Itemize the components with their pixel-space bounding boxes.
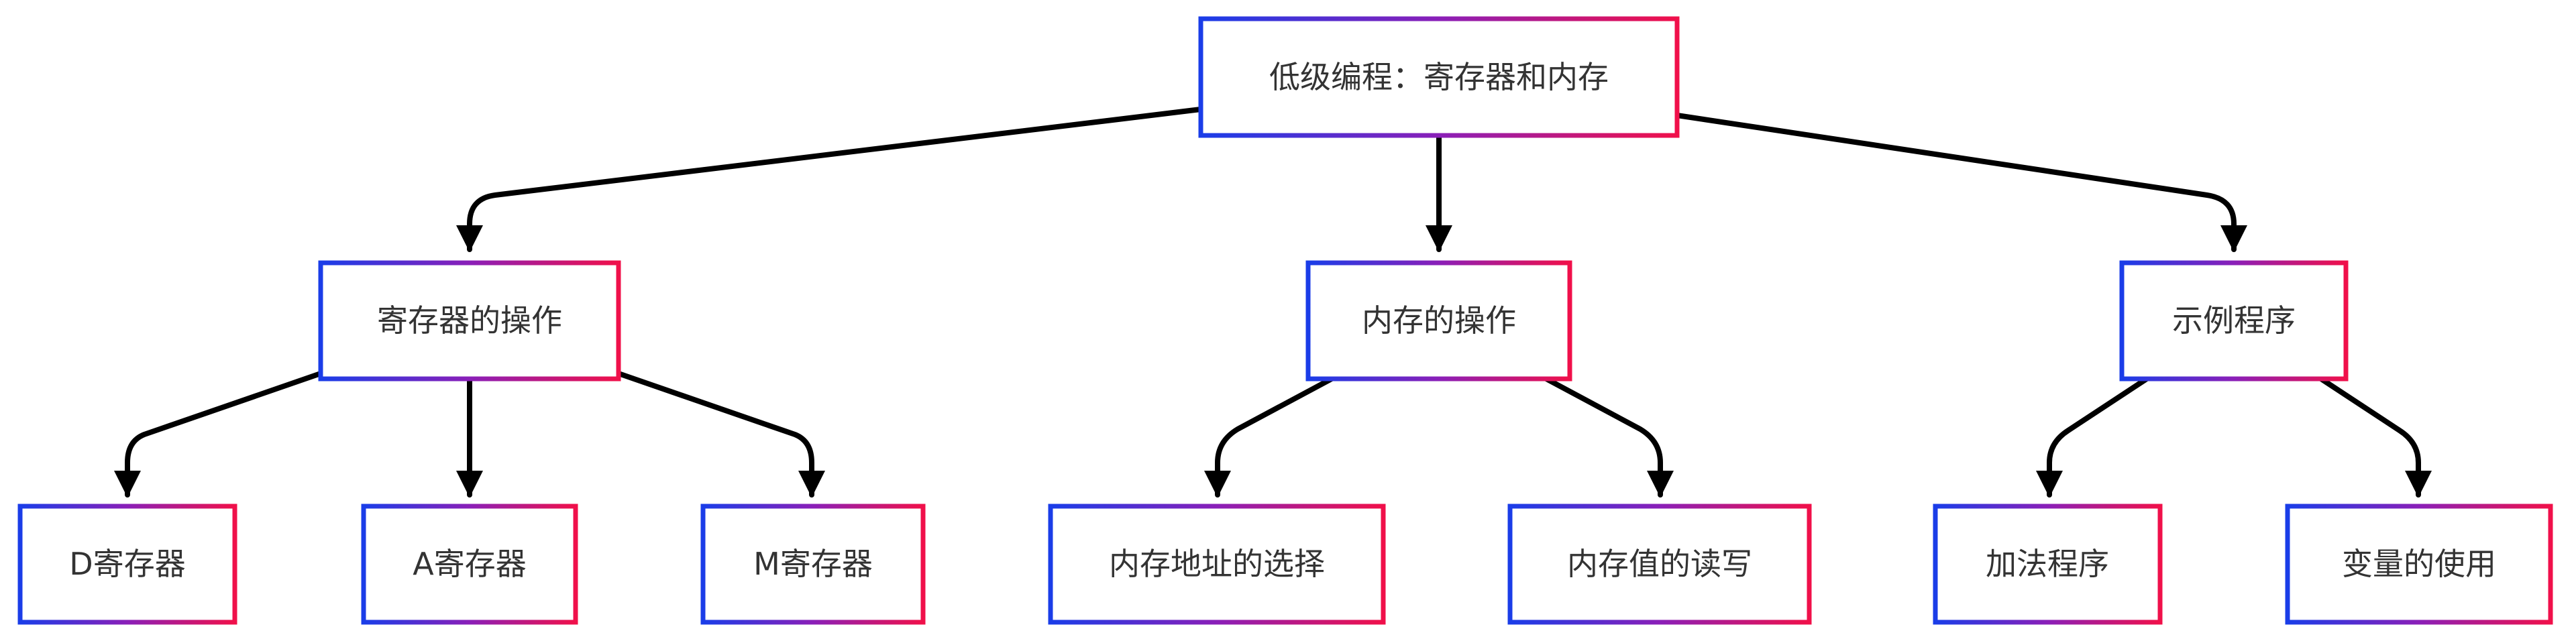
node-a-register-label: A寄存器 xyxy=(413,546,526,582)
node-d-register-label: D寄存器 xyxy=(69,546,185,582)
node-root-label: 低级编程：寄存器和内存 xyxy=(1269,59,1609,95)
node-example-programs-label: 示例程序 xyxy=(2172,302,2296,339)
node-add-program-label: 加法程序 xyxy=(1986,546,2109,582)
edge-register-ops-to-m-register xyxy=(616,371,825,498)
node-add-program: 加法程序 xyxy=(1933,504,2163,625)
node-example-programs-box xyxy=(2119,260,2349,382)
node-value-rw: 内存值的读写 xyxy=(1507,504,1812,625)
node-root: 低级编程：寄存器和内存 xyxy=(1198,16,1680,138)
edge-register-ops-to-d-register xyxy=(114,371,323,498)
node-root-box xyxy=(1198,16,1680,138)
edge-examples-to-variable-usage xyxy=(2318,376,2432,498)
edge-examples-to-add-program xyxy=(2036,376,2149,498)
node-register-ops: 寄存器的操作 xyxy=(318,260,621,382)
node-memory-ops-box xyxy=(1305,260,1572,382)
node-a-register-box xyxy=(361,504,578,625)
edge-root-to-example-programs xyxy=(1674,113,2247,252)
node-m-register-label: M寄存器 xyxy=(753,546,873,582)
node-variable-usage-label: 变量的使用 xyxy=(2342,546,2496,582)
node-register-ops-label: 寄存器的操作 xyxy=(377,302,562,339)
node-value-rw-box xyxy=(1507,504,1812,625)
edge-root-to-register-ops xyxy=(456,107,1203,252)
node-memory-ops: 内存的操作 xyxy=(1305,260,1572,382)
node-example-programs: 示例程序 xyxy=(2119,260,2349,382)
node-register-ops-box xyxy=(318,260,621,382)
node-address-select-box xyxy=(1048,504,1386,625)
node-m-register-box xyxy=(700,504,926,625)
node-a-register: A寄存器 xyxy=(361,504,578,625)
node-add-program-box xyxy=(1933,504,2163,625)
edge-memory-ops-to-address-select xyxy=(1204,376,1334,498)
node-d-register: D寄存器 xyxy=(17,504,237,625)
node-variable-usage: 变量的使用 xyxy=(2285,504,2553,625)
node-variable-usage-box xyxy=(2285,504,2553,625)
node-d-register-box xyxy=(17,504,237,625)
edges xyxy=(114,107,2432,498)
node-address-select: 内存地址的选择 xyxy=(1048,504,1386,625)
node-value-rw-label: 内存值的读写 xyxy=(1567,546,1752,582)
edge-memory-ops-to-value-rw xyxy=(1544,376,1674,498)
node-m-register: M寄存器 xyxy=(700,504,926,625)
node-memory-ops-label: 内存的操作 xyxy=(1362,302,1516,339)
node-address-select-label: 内存地址的选择 xyxy=(1109,546,1325,582)
